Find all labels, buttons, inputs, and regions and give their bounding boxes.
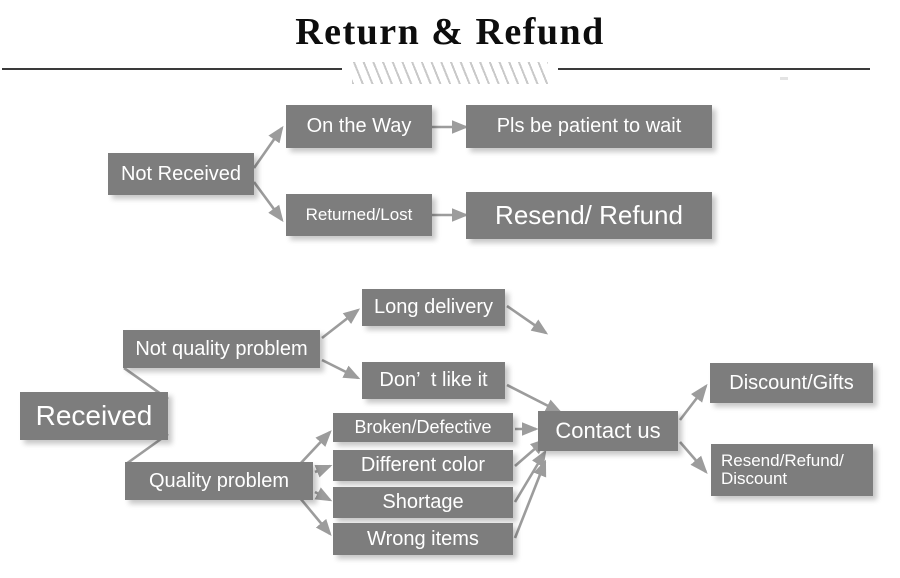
arrow-longdelivery-contact [506, 304, 549, 335]
node-not-received[interactable]: Not Received [108, 153, 254, 195]
node-not-quality-problem[interactable]: Not quality problem [123, 330, 320, 368]
page-title: Return & Refund [295, 11, 605, 53]
header-divider [0, 62, 900, 86]
node-different-color[interactable]: Different color [333, 450, 513, 481]
node-on-the-way[interactable]: On the Way [286, 105, 432, 148]
arrow-contact-discountgifts [678, 383, 708, 421]
arrow-notquality-dontlike [321, 358, 361, 380]
hatched-divider-icon [352, 62, 548, 84]
divider-rule-left [2, 68, 342, 70]
node-pls-be-patient-to-wait[interactable]: Pls be patient to wait [466, 105, 712, 148]
node-quality-problem[interactable]: Quality problem [125, 462, 313, 500]
node-contact-us[interactable]: Contact us [538, 411, 678, 451]
arrow-dontlike-contact [506, 383, 563, 414]
arrow-shortage-contact [513, 449, 547, 503]
node-resend-refund-discount[interactable]: Resend/Refund/ Discount [711, 444, 873, 496]
arrow-contact-resendrefunddiscount [679, 441, 708, 474]
arrow-notquality-longdelivery [321, 308, 361, 340]
arrow-quality-shortage [314, 487, 333, 502]
arrow-quality-wrongitems [299, 497, 332, 536]
node-long-delivery[interactable]: Long delivery [362, 289, 505, 326]
arrow-notreceived-returnedlost [252, 181, 284, 223]
arrow-quality-broken [299, 430, 332, 465]
node-broken-defective[interactable]: Broken/Defective [333, 413, 513, 442]
node-shortage[interactable]: Shortage [333, 487, 513, 518]
node-discount-gifts[interactable]: Discount/Gifts [710, 363, 873, 403]
node-received[interactable]: Received [20, 392, 168, 440]
arrow-wrongitems-contact [513, 459, 547, 539]
node-returned-lost[interactable]: Returned/Lost [286, 194, 432, 236]
node-wrong-items[interactable]: Wrong items [333, 523, 513, 555]
divider-rule-right [558, 68, 870, 70]
divider-speck-icon [780, 77, 788, 80]
arrow-quality-differentcolor [314, 464, 333, 478]
node-resend-refund[interactable]: Resend/ Refund [466, 192, 712, 239]
arrow-notreceived-ontheway [252, 125, 284, 169]
node-dont-like-it[interactable]: Don’ t like it [362, 362, 505, 399]
